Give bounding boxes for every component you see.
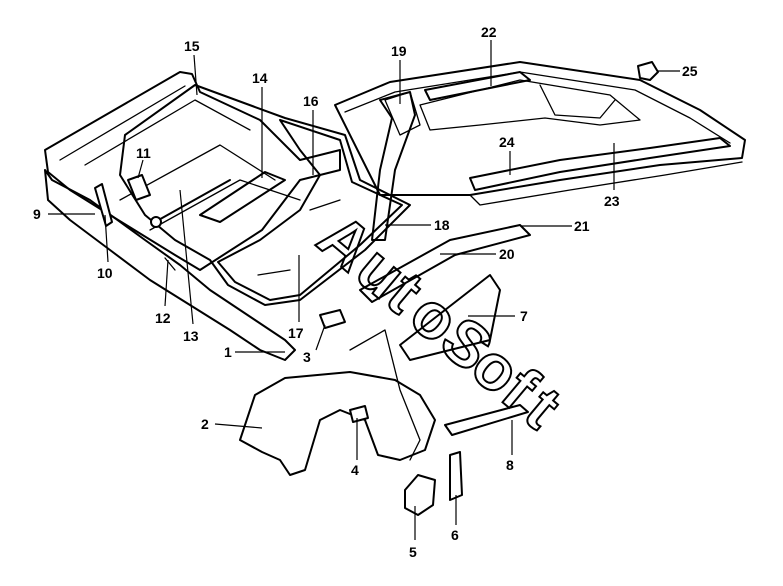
callout-6: 6 xyxy=(451,527,459,543)
callout-16: 16 xyxy=(303,93,319,109)
sun-visor xyxy=(199,171,286,223)
callout-1: 1 xyxy=(224,344,232,360)
bracket-plate xyxy=(404,474,436,516)
callout-21: 21 xyxy=(574,218,590,234)
callout-22: 22 xyxy=(481,24,497,40)
callout-14: 14 xyxy=(252,70,268,86)
cowl-bracket xyxy=(319,309,346,329)
a-pillar xyxy=(371,91,416,241)
callout-10: 10 xyxy=(97,265,113,281)
callout-25: 25 xyxy=(682,63,698,79)
callout-13: 13 xyxy=(183,328,199,344)
wing-seal xyxy=(349,405,369,423)
callout-19: 19 xyxy=(391,43,407,59)
windscreen-outer-frame xyxy=(44,71,341,271)
callout-8: 8 xyxy=(506,457,514,473)
watermark: A u t o S o f t xyxy=(304,199,575,443)
door-frame xyxy=(349,224,531,461)
sill xyxy=(444,404,529,436)
roof-panel xyxy=(334,61,746,206)
callout-5: 5 xyxy=(409,544,417,560)
callout-7: 7 xyxy=(520,308,528,324)
callout-labels: 1 2 3 4 5 6 7 8 9 10 11 12 13 14 15 16 1… xyxy=(33,24,698,560)
roof-front-rail xyxy=(424,71,531,101)
callout-2: 2 xyxy=(201,416,209,432)
leader-lines xyxy=(48,40,680,540)
callout-9: 9 xyxy=(33,206,41,222)
quarter-window xyxy=(399,274,501,361)
callout-20: 20 xyxy=(499,246,515,262)
sun-visor-rod xyxy=(150,179,231,228)
lower-rail xyxy=(164,257,176,271)
front-wing xyxy=(239,371,436,476)
callout-11: 11 xyxy=(136,145,151,161)
sun-visor-clip xyxy=(127,174,151,201)
clip xyxy=(637,61,659,81)
lower-frame xyxy=(44,169,296,361)
windscreen-glass xyxy=(217,119,403,301)
callout-3: 3 xyxy=(303,349,311,365)
callout-12: 12 xyxy=(155,310,171,326)
callout-17: 17 xyxy=(288,325,304,341)
callout-15: 15 xyxy=(184,38,200,54)
mirror-base xyxy=(94,183,113,227)
windscreen-seal xyxy=(119,84,411,306)
bracket-strip xyxy=(449,451,463,501)
callout-4: 4 xyxy=(351,462,359,478)
roof-bow xyxy=(469,137,731,191)
callout-23: 23 xyxy=(604,193,620,209)
callout-24: 24 xyxy=(499,134,515,150)
callout-18: 18 xyxy=(434,217,450,233)
